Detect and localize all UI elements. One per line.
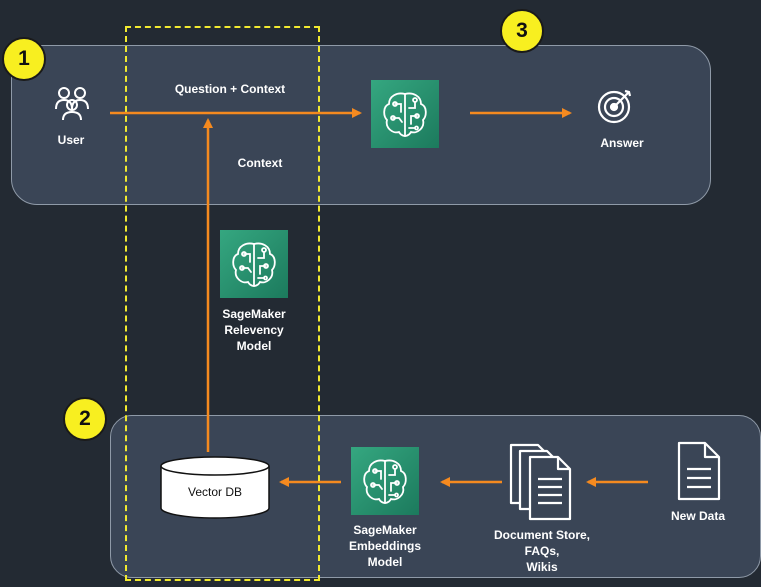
context-label: Context (237, 156, 283, 170)
documents-stack-icon (509, 443, 572, 521)
brain-circuit-icon (363, 459, 407, 504)
step-badge-1: 1 (2, 37, 46, 81)
brain-circuit-icon (232, 242, 276, 287)
llm-model-tile (371, 80, 439, 148)
relevancy-model-tile (220, 230, 288, 298)
step-badge-3: 3 (500, 9, 544, 53)
step-badge-2: 2 (63, 397, 107, 441)
query-panel (11, 45, 711, 205)
target-icon (597, 89, 632, 124)
question-context-label: Question + Context (174, 82, 286, 96)
vector-db-label: Vector DB (187, 485, 243, 499)
retrieval-highlight-box (125, 26, 320, 581)
document-store-label: Document Store, FAQs, Wikis (493, 528, 590, 574)
embeddings-model-label: SageMaker Embeddings Model (348, 523, 421, 569)
brain-circuit-icon (383, 92, 427, 137)
relevancy-model-label: SageMaker Relevency Model (222, 307, 286, 353)
database-cylinder-icon (160, 456, 270, 519)
document-icon (677, 441, 721, 501)
answer-label: Answer (600, 136, 644, 150)
embeddings-model-tile (351, 447, 419, 515)
users-icon (55, 87, 89, 121)
user-label: User (57, 133, 85, 147)
new-data-label: New Data (670, 509, 726, 523)
